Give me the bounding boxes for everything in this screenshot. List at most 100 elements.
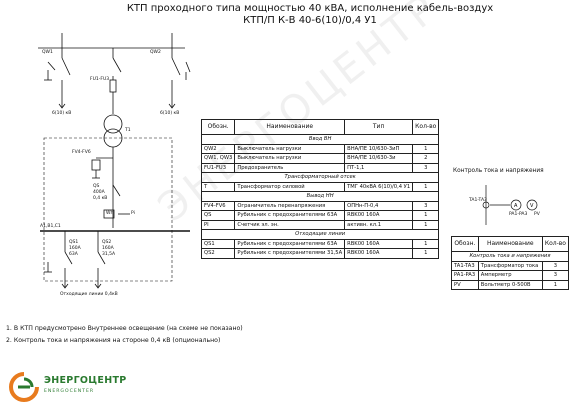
aux-cell-name: Трансформатор тока	[477, 260, 543, 271]
equipment-row: Ввод ВН	[200, 134, 440, 145]
label-qw1: QW1	[42, 50, 53, 55]
note-control: 2. Контроль тока и напряжения на стороне…	[6, 337, 221, 344]
col-qty: Кол-во	[412, 119, 440, 135]
equipment-cell-code: FU1-FU3	[200, 162, 236, 173]
label-pv: PV	[534, 212, 540, 217]
aux-cell-qty: 1	[541, 279, 570, 290]
logo-icon	[9, 372, 39, 402]
ammeter-symbol	[510, 199, 522, 211]
equipment-cell-code: QW2	[200, 143, 236, 154]
col-type: Тип	[344, 119, 414, 135]
aux-table: Обозн. Наименование Кол-во Контроль тока…	[451, 236, 570, 290]
equipment-cell-qty: 1	[412, 143, 440, 154]
diagram-subtitle: КТП/П К-В 40-6(10)/0,4 У1	[243, 15, 377, 26]
equipment-cell-code: T	[200, 181, 236, 192]
aux-caption: Контроль тока и напряжения	[453, 168, 544, 174]
equipment-cell-code: FV4-FV6	[200, 200, 236, 211]
aux-cell-name: Амперметр	[477, 270, 543, 281]
equipment-cell-name: Выключатель нагрузки	[234, 143, 346, 154]
diagram-title: КТП проходного типа мощностью 40 кВА, ис…	[126, 3, 494, 14]
logo-name: ЭНЕРГОЦЕНТР	[44, 375, 127, 386]
logo-subtitle: ENERGOCENTER	[44, 389, 95, 394]
aux-cell-qty: 3	[541, 270, 570, 281]
aux-row: Контроль тока и напряжения	[451, 251, 569, 262]
equipment-cell-type: RBK00 160А	[344, 248, 414, 259]
label-ta: TA1-TA3	[469, 198, 487, 203]
label-qs2-rating: 160А	[102, 246, 114, 251]
equipment-cell-code: QW1, QW3	[200, 153, 236, 164]
equipment-row: Трансформаторный отсек	[200, 172, 440, 183]
label-qs: QS	[93, 184, 100, 189]
col-code: Обозн.	[200, 119, 236, 135]
label-arresters: FV4-FV6	[72, 150, 91, 155]
surge-arrester	[91, 159, 101, 171]
equipment-cell-name: Счетчик эл. эн.	[234, 219, 346, 230]
label-wh: Wh	[106, 211, 114, 216]
label-qs1-rating: 160А	[69, 246, 81, 251]
equipment-table-header: Обозн. Наименование Тип Кол-во	[200, 119, 440, 135]
equipment-cell-qty: 1	[412, 219, 440, 230]
note-lighting: 1. В КТП предусмотрено Внутреннее освеще…	[6, 325, 243, 332]
equipment-cell-qty: 1	[412, 210, 440, 221]
equipment-cell-qty: 1	[412, 248, 440, 259]
aux-col-qty: Кол-во	[541, 236, 570, 252]
equipment-cell-name: Ограничитель перенапряжения	[234, 200, 346, 211]
aux-col-name: Наименование	[477, 236, 543, 252]
equipment-cell-name: Предохранитель	[234, 162, 346, 173]
label-qs2-fuse: 31,5А	[102, 252, 116, 257]
label-voltage-left: 6(10) кВ	[52, 111, 72, 116]
equipment-cell-name: Рубильник с предохранителями 63А	[234, 238, 346, 249]
label-qw2: QW2	[150, 50, 161, 55]
label-outgoing: Отходящие линии 0,4кВ	[60, 292, 118, 297]
aux-cell-code: PA1-PA3	[451, 270, 479, 281]
equipment-cell-code: QS	[200, 210, 236, 221]
equipment-cell-type: ВНА/ПЕ 10/630-3и	[344, 153, 414, 164]
equipment-cell-type: ВНА/ПЕ 10/630-3иП	[344, 143, 414, 154]
equipment-cell-type: ТМГ 40кВА 6(10)/0,4 У1	[344, 181, 414, 192]
aux-cell-name: Вольтметр 0-500В	[477, 279, 543, 290]
equipment-cell-code: QS1	[200, 238, 236, 249]
equipment-cell-type: ПТ-1,1	[344, 162, 414, 173]
aux-cell-code: TA1-TA3	[451, 260, 479, 271]
aux-section: Контроль тока и напряжения	[451, 251, 569, 262]
equipment-cell-qty: 2	[412, 153, 440, 164]
equipment-cell-qty: 3	[412, 162, 440, 173]
equipment-cell-name: Выключатель нагрузки	[234, 153, 346, 164]
label-pi: Pi	[131, 211, 135, 216]
equipment-cell-qty: 3	[412, 200, 440, 211]
lv-panel-frame	[43, 137, 173, 282]
wh-meter	[103, 209, 115, 219]
qw1-switch	[61, 57, 71, 76]
equipment-cell-type: активн. кл.1	[344, 219, 414, 230]
equipment-cell-code: QS2	[200, 248, 236, 259]
equipment-cell-code: PI	[200, 219, 236, 230]
fuse-symbol	[109, 79, 117, 93]
transformer-primary	[103, 114, 123, 134]
label-pa: PA1-PA3	[509, 212, 528, 217]
ammeter-letter: A	[514, 203, 518, 209]
aux-cell-code: PV	[451, 279, 479, 290]
label-qs-current: 400А	[93, 190, 105, 195]
equipment-row: Вывод НН	[200, 191, 440, 202]
company-logo: ЭНЕРГОЦЕНТР ENERGOCENTER	[8, 371, 148, 407]
col-name: Наименование	[234, 119, 346, 135]
current-transformer-symbol	[482, 201, 490, 209]
equipment-cell-qty: 1	[412, 181, 440, 192]
voltmeter-symbol	[526, 199, 538, 211]
aux-table-header: Обозн. Наименование Кол-во	[451, 236, 570, 252]
equipment-section: Отходящие линии	[200, 229, 440, 240]
equipment-cell-type: RBK00 160А	[344, 238, 414, 249]
